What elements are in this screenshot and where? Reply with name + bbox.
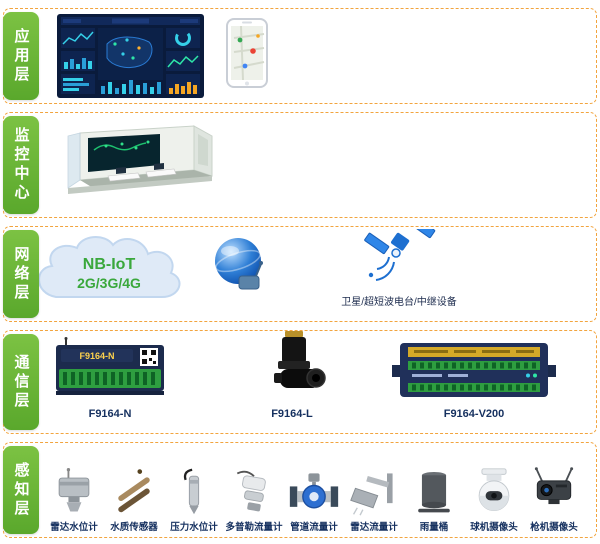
- sensor-item-bullet-camera: 枪机摄像头: [524, 448, 584, 533]
- dome-camera-icon: [478, 467, 510, 511]
- device-f9164-n-image: F9164-N: [56, 337, 164, 395]
- layer-label-application: 应用层: [12, 27, 30, 85]
- mobile-app-phone-image: [226, 18, 268, 88]
- device-panel-text: F9164-N: [79, 351, 114, 361]
- device-f9164-l: F9164-L: [254, 331, 330, 421]
- sensor-caption: 多普勒流量计: [225, 521, 283, 533]
- sensor-row: 雷达水位计 水质传感器 压力水位计: [44, 448, 584, 533]
- pipe-flow-meter-icon: [289, 473, 339, 509]
- layer-tab-perception: 感知层: [3, 446, 39, 534]
- pressure-level-meter-icon: [183, 468, 200, 514]
- device-caption: F9164-V200: [443, 408, 505, 420]
- sensor-item-dome-camera: 球机摄像头: [464, 448, 524, 533]
- cloud-label-line1: NB-IoT: [82, 255, 136, 273]
- radar-level-meter-icon: [58, 467, 90, 512]
- dashboard-screen-image: [57, 14, 204, 98]
- sensor-caption: 水质传感器: [110, 521, 158, 533]
- monitoring-room-image: [62, 118, 217, 213]
- layer-monitoring-center: 监控中心: [3, 112, 597, 218]
- device-f9164-n: F9164-N F9164-N: [52, 337, 168, 421]
- layer-application: 应用层: [3, 8, 597, 104]
- layer-tab-application: 应用层: [3, 12, 39, 100]
- sensor-caption: 管道流量计: [290, 521, 338, 533]
- cloud-label: NB-IoT 2G/3G/4G: [24, 230, 194, 316]
- satellite-caption: 卫星/超短波电台/中继设备: [341, 297, 457, 308]
- device-f9164-v200-image: [392, 343, 556, 397]
- layer-label-communication: 通信层: [12, 353, 30, 411]
- device-caption: F9164-N: [88, 408, 132, 420]
- layer-perception: 感知层 雷达水位计 水质传感器: [3, 442, 597, 538]
- sensor-item-radar-flow: 雷达流量计: [344, 448, 404, 533]
- doppler-flow-meter-icon: [236, 470, 266, 511]
- network-cloud: NB-IoT 2G/3G/4G: [24, 230, 194, 316]
- layer-tab-monitoring-center: 监控中心: [3, 116, 39, 214]
- bullet-camera-icon: [534, 466, 574, 504]
- layer-label-monitoring-center: 监控中心: [12, 127, 30, 203]
- sensor-caption: 球机摄像头: [470, 521, 518, 533]
- layer-tab-network: 网络层: [3, 230, 39, 318]
- layer-communication: 通信层 F9164-N: [3, 330, 597, 434]
- layer-network: 网络层 NB-IoT 2G/3G/4G: [3, 216, 597, 322]
- sensor-item-pressure-level: 压力水位计: [164, 448, 224, 533]
- layer-tab-communication: 通信层: [3, 334, 39, 430]
- water-quality-sensor-icon: [118, 468, 150, 512]
- rain-gauge-icon: [418, 471, 450, 513]
- device-f9164-l-image: [274, 331, 326, 388]
- sensor-item-pipe-flow: 管道流量计: [284, 448, 344, 533]
- cloud-label-line2: 2G/3G/4G: [77, 274, 141, 291]
- sensor-item-radar-level: 雷达水位计: [44, 448, 104, 533]
- satellite-icon: [364, 216, 436, 281]
- sensor-item-water-quality: 水质传感器: [104, 448, 164, 533]
- device-caption: F9164-L: [271, 408, 313, 420]
- layer-label-network: 网络层: [12, 245, 30, 303]
- radar-flow-meter-icon: [350, 473, 393, 516]
- sensor-caption: 枪机摄像头: [530, 521, 578, 533]
- sensor-item-doppler-flow: 多普勒流量计: [224, 448, 284, 533]
- sensor-item-rain-gauge: 雨量桶: [404, 448, 464, 533]
- cloud-icon: [38, 236, 181, 298]
- gateway-sphere-image: [208, 235, 272, 299]
- device-f9164-v200: F9164-V200: [390, 341, 558, 421]
- satellite-link: 卫星/超短波电台/中继设备: [312, 216, 486, 308]
- sensor-caption: 雷达流量计: [350, 521, 398, 533]
- sensor-caption: 雷达水位计: [50, 521, 98, 533]
- layer-label-perception: 感知层: [12, 461, 30, 519]
- sensor-caption: 雨量桶: [419, 521, 449, 533]
- sensor-caption: 压力水位计: [170, 521, 218, 533]
